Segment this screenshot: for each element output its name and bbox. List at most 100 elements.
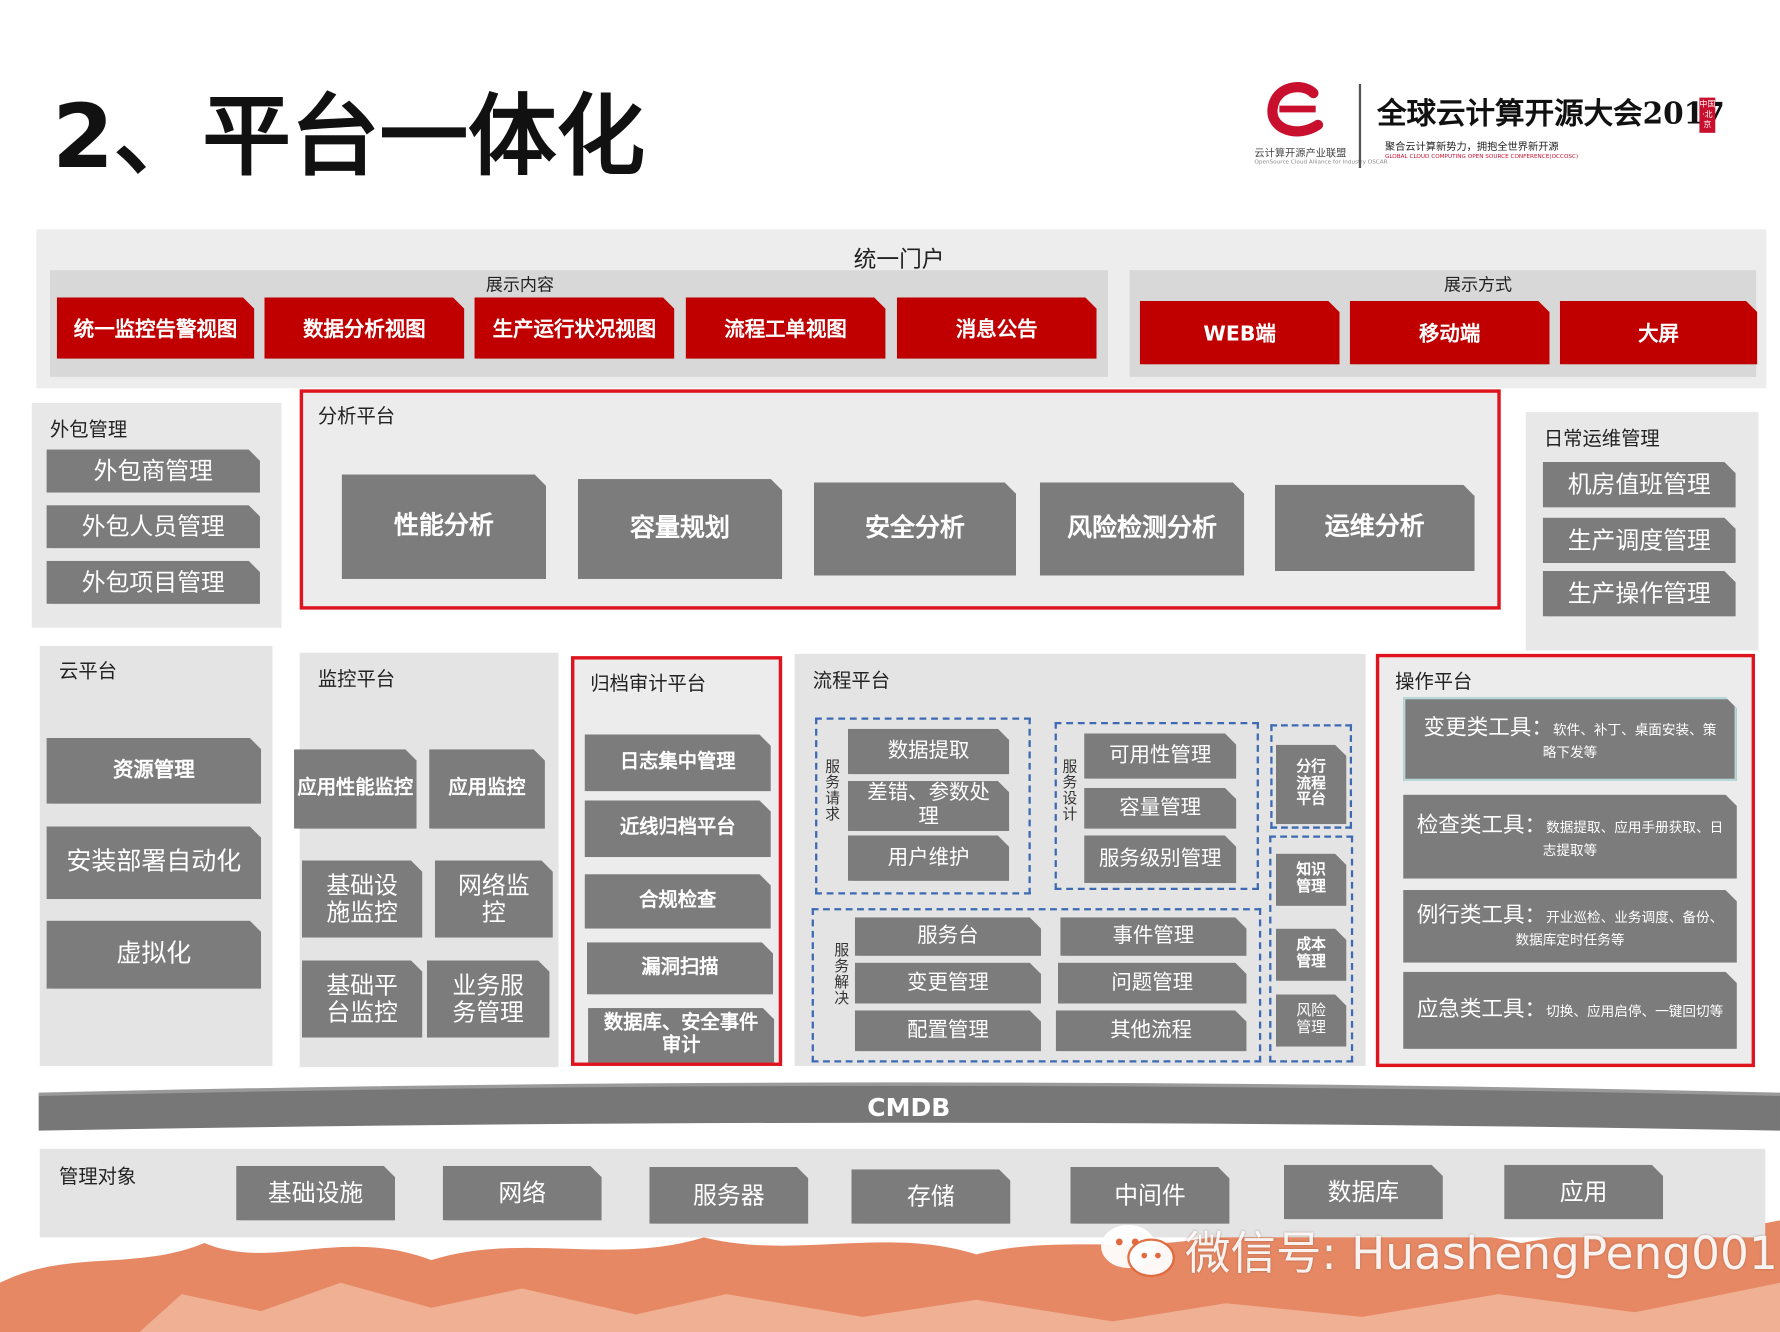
branch-process-group [1270,724,1353,829]
production-operation-management[interactable]: 生产操作管理 [1543,571,1736,616]
capacity-planning[interactable]: 容量规划 [578,479,782,579]
change-management[interactable]: 变更管理 [855,963,1041,1004]
service-request-group [815,717,1031,895]
risk-management[interactable]: 风险管理 [1276,994,1346,1046]
object-storage[interactable]: 存储 [851,1169,1010,1223]
duty-roster-management[interactable]: 机房值班管理 [1543,462,1736,507]
incident-management[interactable]: 事件管理 [1060,917,1246,956]
check-tools-name: 检查类工具： [1416,812,1547,838]
cost-management[interactable]: 成本管理 [1276,929,1346,981]
error-param-processing[interactable]: 差错、参数处理 [848,781,1009,831]
managed-objects-title: 管理对象 [59,1165,137,1189]
emergency-tools[interactable]: 应急类工具：切换、应用启停、一键回切等 [1403,972,1737,1049]
app-monitor[interactable]: 应用监控 [429,749,545,828]
risk-detection-analysis[interactable]: 风险检测分析 [1040,482,1244,575]
change-tools-desc: 软件、补丁、桌面安装、策略下发等 [1542,721,1717,761]
portal-content-label: 展示内容 [485,274,554,296]
nearline-archive[interactable]: 近线归档平台 [585,800,771,857]
mode-web[interactable]: WEB端 [1140,301,1340,365]
problem-management[interactable]: 问题管理 [1058,963,1246,1004]
audit-highlight-border [571,656,783,1066]
daily-ops-title: 日常运维管理 [1543,427,1660,451]
analysis-highlight-border [299,389,1501,610]
deploy-automation[interactable]: 安装部署自动化 [47,826,262,899]
conference-title-en: GLOBAL CLOUD COMPUTING OPEN SOURCE CONFE… [1384,153,1579,161]
outsourcing-title: 外包管理 [49,418,128,442]
resource-management[interactable]: 资源管理 [47,738,262,804]
virtualization[interactable]: 虚拟化 [47,921,262,989]
routine-tools-desc: 开业巡检、业务调度、备份、数据库定时任务等 [1515,909,1724,948]
data-extraction[interactable]: 数据提取 [848,729,1009,774]
other-processes[interactable]: 其他流程 [1056,1010,1247,1051]
portal-title: 统一门户 [853,245,945,273]
analysis-title: 分析平台 [317,405,396,428]
logo-divider [1358,84,1362,169]
cloud-title: 云平台 [59,660,117,684]
emergency-tools-desc: 切换、应用启停、一键回切等 [1546,1003,1724,1020]
object-network[interactable]: 网络 [443,1166,602,1220]
cmdb-label: CMDB [867,1094,951,1123]
outsource-staff-management[interactable]: 外包人员管理 [47,505,260,548]
routine-tools-name: 例行类工具： [1416,902,1547,928]
conference-logo: 云计算开源产业联盟 OpenSource Cloud Alliance for … [1254,79,1731,170]
object-middleware[interactable]: 中间件 [1070,1167,1229,1224]
security-analysis[interactable]: 安全分析 [814,482,1016,575]
db-security-audit[interactable]: 数据库、安全事件审计 [588,1008,774,1062]
app-performance-monitor[interactable]: 应用性能监控 [294,749,417,828]
outsource-project-management[interactable]: 外包项目管理 [47,561,260,604]
alliance-logo-icon [1267,82,1324,137]
view-data-analysis[interactable]: 数据分析视图 [265,297,465,358]
operation-title: 操作平台 [1395,670,1473,694]
user-maintenance[interactable]: 用户维护 [848,836,1009,881]
log-management[interactable]: 日志集中管理 [585,734,771,791]
availability-management[interactable]: 可用性管理 [1084,733,1236,778]
audit-title: 归档审计平台 [590,673,707,696]
mode-mobile[interactable]: 移动端 [1350,301,1550,365]
view-alarm-monitor[interactable]: 统一监控告警视图 [57,297,255,358]
object-server[interactable]: 服务器 [649,1167,808,1224]
wechat-icon [1101,1224,1175,1278]
service-resolve-group [811,908,1262,1063]
branch-process-platform[interactable]: 分行流程平台 [1276,745,1346,824]
portal-mode-label: 展示方式 [1443,274,1513,296]
network-monitor[interactable]: 网络监控 [435,860,553,937]
vulnerability-scan[interactable]: 漏洞扫描 [587,942,773,994]
view-production-status[interactable]: 生产运行状况视图 [475,297,675,358]
check-tools-desc: 数据提取、应用手册获取、日志提取等 [1542,819,1724,858]
audit-panel [571,656,783,1066]
object-application[interactable]: 应用 [1504,1165,1663,1219]
alliance-name-en: OpenSource Cloud Alliance for Industry O… [1254,158,1388,166]
view-announcements[interactable]: 消息公告 [897,297,1097,358]
change-tools[interactable]: 变更类工具：软件、补丁、桌面安装、策略下发等 [1403,697,1737,781]
object-infrastructure[interactable]: 基础设施 [236,1166,395,1220]
capacity-management[interactable]: 容量管理 [1084,788,1236,829]
object-database[interactable]: 数据库 [1284,1165,1443,1219]
conference-slogan: 聚合云计算新势力，拥抱全世界新开源 [1384,141,1559,154]
view-workflow-tickets[interactable]: 流程工单视图 [686,297,886,358]
change-tools-name: 变更类工具： [1423,715,1553,741]
production-scheduling[interactable]: 生产调度管理 [1543,518,1736,563]
cmdb-bar[interactable] [38,1081,1780,1138]
performance-analysis[interactable]: 性能分析 [342,475,546,579]
service-level-management[interactable]: 服务级别管理 [1084,836,1236,884]
business-service-management[interactable]: 业务服务管理 [427,960,550,1037]
service-design-label: 服务设计 [1059,758,1077,822]
check-tools[interactable]: 检查类工具：数据提取、应用手册获取、日志提取等 [1403,795,1737,879]
ops-analysis[interactable]: 运维分析 [1275,485,1475,571]
knowledge-management[interactable]: 知识管理 [1276,854,1346,906]
service-resolve-label: 服务解决 [830,942,848,1006]
base-platform-monitor[interactable]: 基础平台监控 [302,960,422,1037]
service-desk[interactable]: 服务台 [855,917,1041,956]
routine-tools[interactable]: 例行类工具：开业巡检、业务调度、备份、数据库定时任务等 [1403,890,1737,963]
wechat-watermark: 微信号: HuashengPeng001 [1185,1228,1778,1281]
mode-big-screen[interactable]: 大屏 [1560,301,1758,365]
conference-title: 全球云计算开源大会2017 [1376,97,1725,132]
compliance-check[interactable]: 合规检查 [585,874,771,928]
alliance-name: 云计算开源产业联盟 [1254,148,1347,161]
outsourcer-management[interactable]: 外包商管理 [47,450,260,493]
operation-highlight-border [1375,653,1756,1068]
infrastructure-monitor[interactable]: 基础设施监控 [302,860,422,937]
configuration-management[interactable]: 配置管理 [855,1010,1041,1051]
service-request-label: 服务请求 [821,758,839,822]
page-title: 2、平台一体化 [52,86,646,189]
